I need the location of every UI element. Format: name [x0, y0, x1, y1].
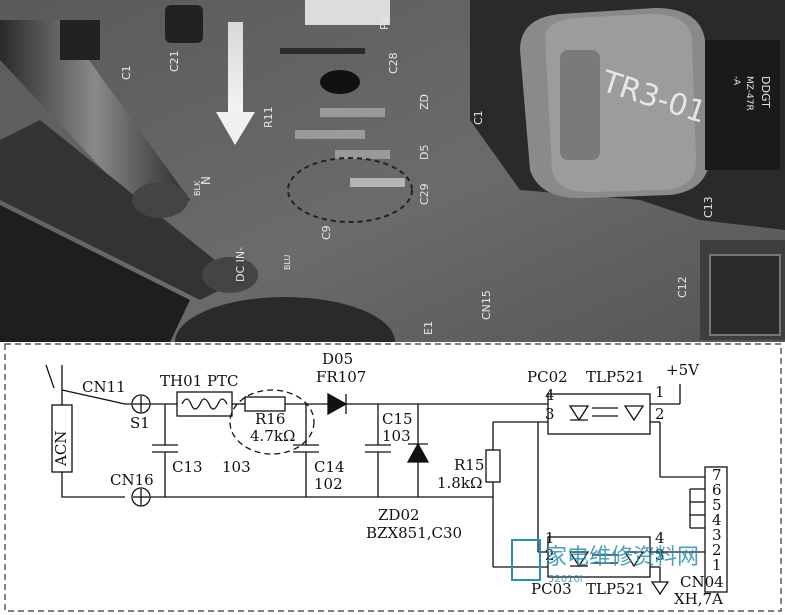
label-cn04: CN04: [680, 573, 724, 591]
chip-text-2: MZ-47R: [744, 76, 754, 111]
label-cn04-part: XH,7A: [674, 590, 723, 608]
silk-cn15: CN15: [480, 290, 493, 320]
silk-c28: C28: [387, 52, 400, 74]
wire-3: [0, 205, 190, 342]
silk-c29: C29: [418, 183, 431, 205]
electrolytic-cap: [175, 297, 395, 342]
chip-text-1: DDGT: [759, 76, 772, 108]
label-plus5v: +5V: [666, 361, 700, 379]
pc03-pin-4: 4: [655, 529, 665, 547]
resistor-4: [350, 178, 405, 187]
pc03-pin-2: 2: [545, 546, 555, 564]
pc02-pin-4: 4: [545, 386, 555, 404]
silk-e1: E1: [422, 321, 435, 335]
pc02-pin-3: 3: [545, 405, 555, 423]
silk-blu: BLU: [283, 254, 292, 270]
silk-c1: C1: [472, 110, 485, 125]
silk-c9: C9: [320, 225, 333, 240]
label-r16: R16: [255, 410, 285, 428]
relay-1: [305, 0, 345, 25]
connector-n: [132, 182, 188, 218]
resistor-2: [295, 130, 365, 139]
silk-n: N: [199, 176, 213, 185]
jumper: [280, 48, 365, 54]
terminal-cn16: [131, 487, 151, 507]
label-r15-value: 1.8kΩ: [437, 474, 482, 492]
label-c13: C13: [172, 458, 203, 476]
silk-c12: C12: [676, 276, 689, 298]
chip-ic: DDGT MZ-47R -A: [705, 40, 780, 170]
watermark-url: 52010l: [548, 574, 583, 585]
pc02-pin-2: 2: [655, 405, 665, 423]
inductor-core: [709, 254, 781, 336]
transformer-tr3: TR3-01Y: [520, 8, 728, 199]
label-d05-value: FR107: [316, 368, 366, 386]
small-part-2: [165, 5, 203, 43]
highlight-ellipse: [287, 157, 413, 223]
resistor-1: [320, 108, 385, 117]
watermark-site: 家电维修资料网: [545, 545, 699, 570]
label-c15: C15: [382, 410, 413, 428]
label-zd02-value: BZX851,C30: [366, 524, 462, 542]
label-pc02: PC02: [527, 368, 568, 386]
wire-1: [0, 20, 190, 220]
pc03-pin-3: 3: [655, 546, 665, 564]
silk-p2: P2: [378, 16, 391, 30]
label-r15: R15: [454, 456, 484, 474]
schematic: CN11 S1 ACN CN16 TH01 PTC R16 4.7kΩ C13 …: [4, 343, 782, 612]
label-s1: S1: [130, 414, 150, 432]
silk-r11: R11: [262, 106, 275, 128]
pc02-pin-1: 1: [655, 383, 665, 401]
cn04-pin-4: 4: [712, 511, 722, 529]
connector-dc: [202, 257, 258, 293]
label-pc03: PC03: [531, 580, 572, 598]
label-cn16: CN16: [110, 471, 154, 489]
watermark: 家电维修资料网 52010l: [511, 539, 699, 585]
small-part: [60, 20, 100, 60]
pcb-photo: TR3-01Y DDGT MZ-47R -A: [0, 0, 785, 342]
cn04-pin-6: 6: [712, 481, 722, 499]
label-c15-value: 103: [382, 427, 411, 445]
silk-d5: D5: [418, 145, 431, 160]
label-r16-value: 4.7kΩ: [250, 427, 295, 445]
label-zd02: ZD02: [378, 506, 420, 524]
wire-2: [0, 120, 240, 300]
label-c14-value: 102: [314, 475, 343, 493]
cn04-pin-3: 3: [712, 526, 722, 544]
label-acn: ACN: [52, 431, 70, 467]
silk-c1b: C1: [120, 65, 133, 80]
relay-2: [345, 0, 390, 25]
watermark-logo-icon: [511, 539, 541, 581]
label-pc03-part: TLP521: [586, 580, 645, 598]
cn04-pin-2: 2: [712, 541, 722, 559]
wiring: [45, 364, 728, 596]
label-c13-value: 103: [222, 458, 251, 476]
silkscreen-labels: C21 C28 ZD D5 R11 C29 C9 N BLK DC IN- BL…: [120, 16, 715, 335]
silk-blk: BLK: [193, 180, 202, 196]
acn-block: [51, 404, 73, 473]
small-cap: [320, 70, 360, 94]
silk-c21: C21: [168, 50, 181, 72]
label-th01: TH01 PTC: [160, 372, 239, 390]
pc03-pin-1: 1: [545, 529, 555, 547]
cn04-pin-5: 5: [712, 496, 722, 514]
silk-dc-in: DC IN-: [234, 247, 247, 282]
silk-c13: C13: [702, 196, 715, 218]
cn04-pin-1: 1: [712, 556, 722, 574]
schematic-labels: CN11 S1 ACN CN16 TH01 PTC R16 4.7kΩ C13 …: [52, 350, 724, 608]
label-c14: C14: [314, 458, 345, 476]
chip-text-3: -A: [731, 76, 741, 86]
label-pc02-part: TLP521: [586, 368, 645, 386]
arrow-down-icon: [216, 22, 255, 145]
label-d05: D05: [322, 350, 353, 368]
resistor-3: [335, 150, 390, 159]
silk-zd: ZD: [418, 94, 431, 110]
label-cn11: CN11: [82, 378, 126, 396]
cn04-pin-7: 7: [712, 466, 722, 484]
